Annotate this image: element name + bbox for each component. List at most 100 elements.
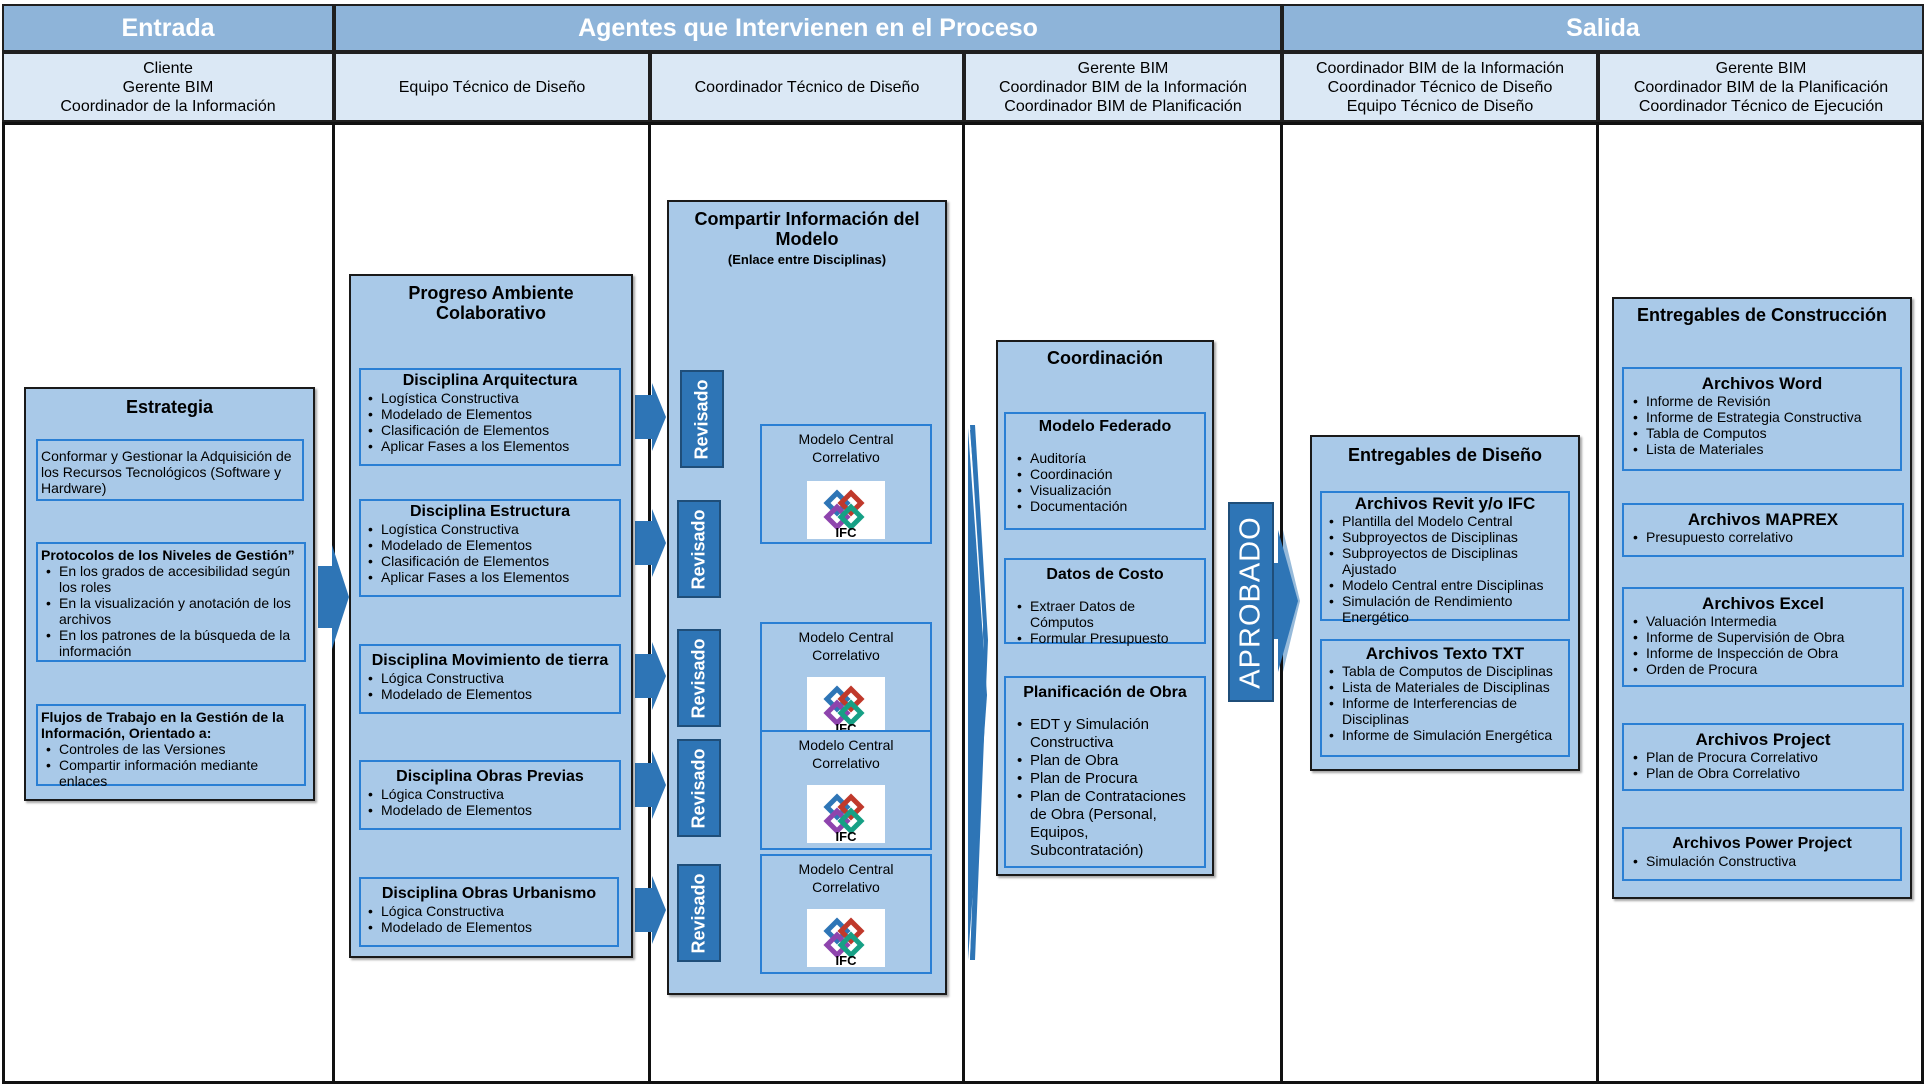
list-item: Lógica Constructiva — [368, 903, 615, 919]
list-item: Tabla de Computos — [1633, 425, 1898, 441]
disciplina-list: Lógica Constructiva Modelado de Elemento… — [363, 786, 617, 818]
list-item: Lógica Constructiva — [368, 786, 617, 802]
archivos-txt-title: Archivos Texto TXT — [1365, 644, 1525, 663]
list-item: Plan de Procura — [1017, 770, 1202, 788]
list-item: Controles de las Versiones — [46, 741, 301, 757]
estrategia-box-flujos: Flujos de Trabajo en la Gestión de la In… — [36, 704, 306, 789]
list-item: Modelo Central entre Disciplinas — [1329, 577, 1566, 593]
archivos-project-title: Archivos Project — [1695, 730, 1831, 749]
role: Gerente BIM — [1077, 59, 1169, 77]
archivos-excel-list: Valuación Intermedia Informe de Supervis… — [1626, 613, 1900, 677]
progreso-title: Progreso Ambiente Colaborativo — [408, 283, 574, 323]
archivos-maprex-title: Archivos MAPREX — [1687, 510, 1839, 529]
ifc-logo-text: IFC — [836, 829, 858, 843]
disciplina-title: Disciplina Movimiento de tierra — [371, 652, 609, 669]
role: Coordinador BIM de Planificación — [1004, 97, 1242, 115]
modelo-federado-title: Modelo Federado — [1038, 418, 1172, 435]
modelo-central-label: Modelo Central Correlativo — [798, 431, 894, 465]
revisado-label: Revisado — [688, 508, 709, 590]
compartir-title: Compartir Información del Modelo — [694, 209, 920, 249]
planificacion-obra-box: Planificación de Obra EDT y Simulación C… — [1004, 676, 1206, 868]
roles-gerente: Gerente BIM Coordinador BIM de la Inform… — [964, 52, 1282, 122]
list-item: Subproyectos de Disciplinas — [1329, 529, 1566, 545]
revisado-label: Revisado — [691, 378, 712, 460]
list-item: Coordinación — [1017, 466, 1202, 482]
archivos-project-list: Plan de Procura Correlativo Plan de Obra… — [1626, 749, 1900, 781]
aprobado-label: APROBADO — [1234, 515, 1267, 689]
list-item: Logística Constructiva — [368, 390, 617, 406]
list-item: Simulación de Rendimiento Energético — [1329, 593, 1566, 625]
protocolos-list: En los grados de accesibilidad según los… — [41, 563, 301, 659]
list-item: En los patrones de la búsqueda de la inf… — [46, 627, 301, 659]
revisado-label: Revisado — [688, 747, 709, 829]
modelo-central-box: Modelo Central Correlativo IFC — [760, 854, 932, 974]
list-item: Simulación Constructiva — [1633, 853, 1898, 869]
list-item: Plan de Obra — [1017, 752, 1202, 770]
arrow-right — [635, 642, 666, 710]
list-item: Modelado de Elementos — [368, 919, 615, 935]
estrategia-box-recursos-text: Conformar y Gestionar la Adquisición de … — [41, 448, 292, 496]
list-item: Tabla de Computos de Disciplinas — [1329, 663, 1566, 679]
list-item: Lista de Materiales — [1633, 441, 1898, 457]
flujos-title: Flujos de Trabajo en la Gestión de la In… — [41, 709, 284, 741]
entregables-diseno-panel: Entregables de Diseño Archivos Revit y/o… — [1310, 435, 1580, 771]
disciplina-title: Disciplina Obras Urbanismo — [381, 885, 597, 902]
disciplina-list: Lógica Constructiva Modelado de Elemento… — [363, 670, 617, 702]
role: Cliente — [143, 59, 193, 77]
ifc-logo: IFC — [807, 785, 885, 844]
arrow-right — [635, 876, 666, 944]
list-item: Aplicar Fases a los Elementos — [368, 569, 617, 585]
revisado-label: Revisado — [688, 872, 709, 954]
archivos-revit-title: Archivos Revit y/o IFC — [1354, 494, 1536, 513]
list-item: Lógica Constructiva — [368, 670, 617, 686]
role: Coordinador Técnico de Ejecución — [1638, 97, 1884, 115]
list-item: Plan de Obra Correlativo — [1633, 765, 1900, 781]
list-item: Aplicar Fases a los Elementos — [368, 438, 617, 454]
archivos-txt-list: Tabla de Computos de Disciplinas Lista d… — [1324, 663, 1566, 743]
ifc-logo: IFC — [807, 909, 885, 968]
ifc-logo: IFC — [807, 677, 885, 736]
list-item: Modelado de Elementos — [368, 686, 617, 702]
ifc-logo-icon: IFC — [823, 793, 865, 844]
list-item: Orden de Procura — [1633, 661, 1900, 677]
archivos-project-box: Archivos Project Plan de Procura Correla… — [1622, 723, 1904, 791]
revisado-label: Revisado — [688, 637, 709, 719]
list-item: Lista de Materiales de Disciplinas — [1329, 679, 1566, 695]
list-item: Presupuesto correlativo — [1633, 529, 1900, 545]
ifc-logo: IFC — [807, 481, 885, 540]
archivos-power-project-list: Simulación Constructiva — [1626, 853, 1898, 869]
list-item: Modelado de Elementos — [368, 802, 617, 818]
coordinacion-panel: Coordinación Modelo Federado Auditoría C… — [996, 340, 1214, 876]
arrow-right — [635, 509, 666, 577]
list-item: Formular Presupuesto — [1017, 630, 1202, 646]
archivos-txt-box: Archivos Texto TXT Tabla de Computos de … — [1320, 639, 1570, 757]
role: Coordinador BIM de la Información — [998, 78, 1248, 96]
archivos-power-project-box: Archivos Power Project Simulación Constr… — [1622, 827, 1902, 881]
role: Coordinador BIM de la Información — [1315, 59, 1565, 77]
datos-costo-list: Extraer Datos de Cómputos Formular Presu… — [1008, 598, 1202, 646]
list-item: Visualización — [1017, 482, 1202, 498]
list-item: Informe de Inspección de Obra — [1633, 645, 1900, 661]
header-agentes: Agentes que Intervienen en el Proceso — [334, 4, 1282, 52]
flujos-list: Controles de las Versiones Compartir inf… — [41, 741, 301, 789]
ifc-logo-text: IFC — [836, 953, 858, 967]
estrategia-title: Estrategia — [125, 397, 214, 417]
modelo-central-label: Modelo Central Correlativo — [798, 737, 894, 771]
disciplina-list: Logística Constructiva Modelado de Eleme… — [363, 390, 617, 454]
role: Coordinador BIM de la Planificación — [1633, 78, 1889, 96]
entregables-construccion-panel: Entregables de Construcción Archivos Wor… — [1612, 297, 1912, 899]
revisado-badge: Revisado — [677, 739, 721, 837]
modelo-central-label: Modelo Central Correlativo — [798, 861, 894, 895]
entregables-diseno-title: Entregables de Diseño — [1347, 445, 1543, 465]
role: Equipo Técnico de Diseño — [398, 78, 586, 96]
aprobado-badge: APROBADO — [1228, 502, 1274, 702]
modelo-central-label: Modelo Central Correlativo — [798, 629, 894, 663]
role: Coordinador Técnico de Diseño — [694, 78, 920, 96]
list-item: Extraer Datos de Cómputos — [1017, 598, 1202, 630]
list-item: Modelado de Elementos — [368, 537, 617, 553]
roles-coordinador: Coordinador Técnico de Diseño — [650, 52, 964, 122]
planificacion-obra-list: EDT y Simulación Constructiva Plan de Ob… — [1008, 716, 1202, 860]
disciplina-title: Disciplina Obras Previas — [396, 768, 584, 785]
revisado-badge: Revisado — [677, 864, 721, 962]
list-item: Informe de Interferencias de Disciplinas — [1329, 695, 1566, 727]
